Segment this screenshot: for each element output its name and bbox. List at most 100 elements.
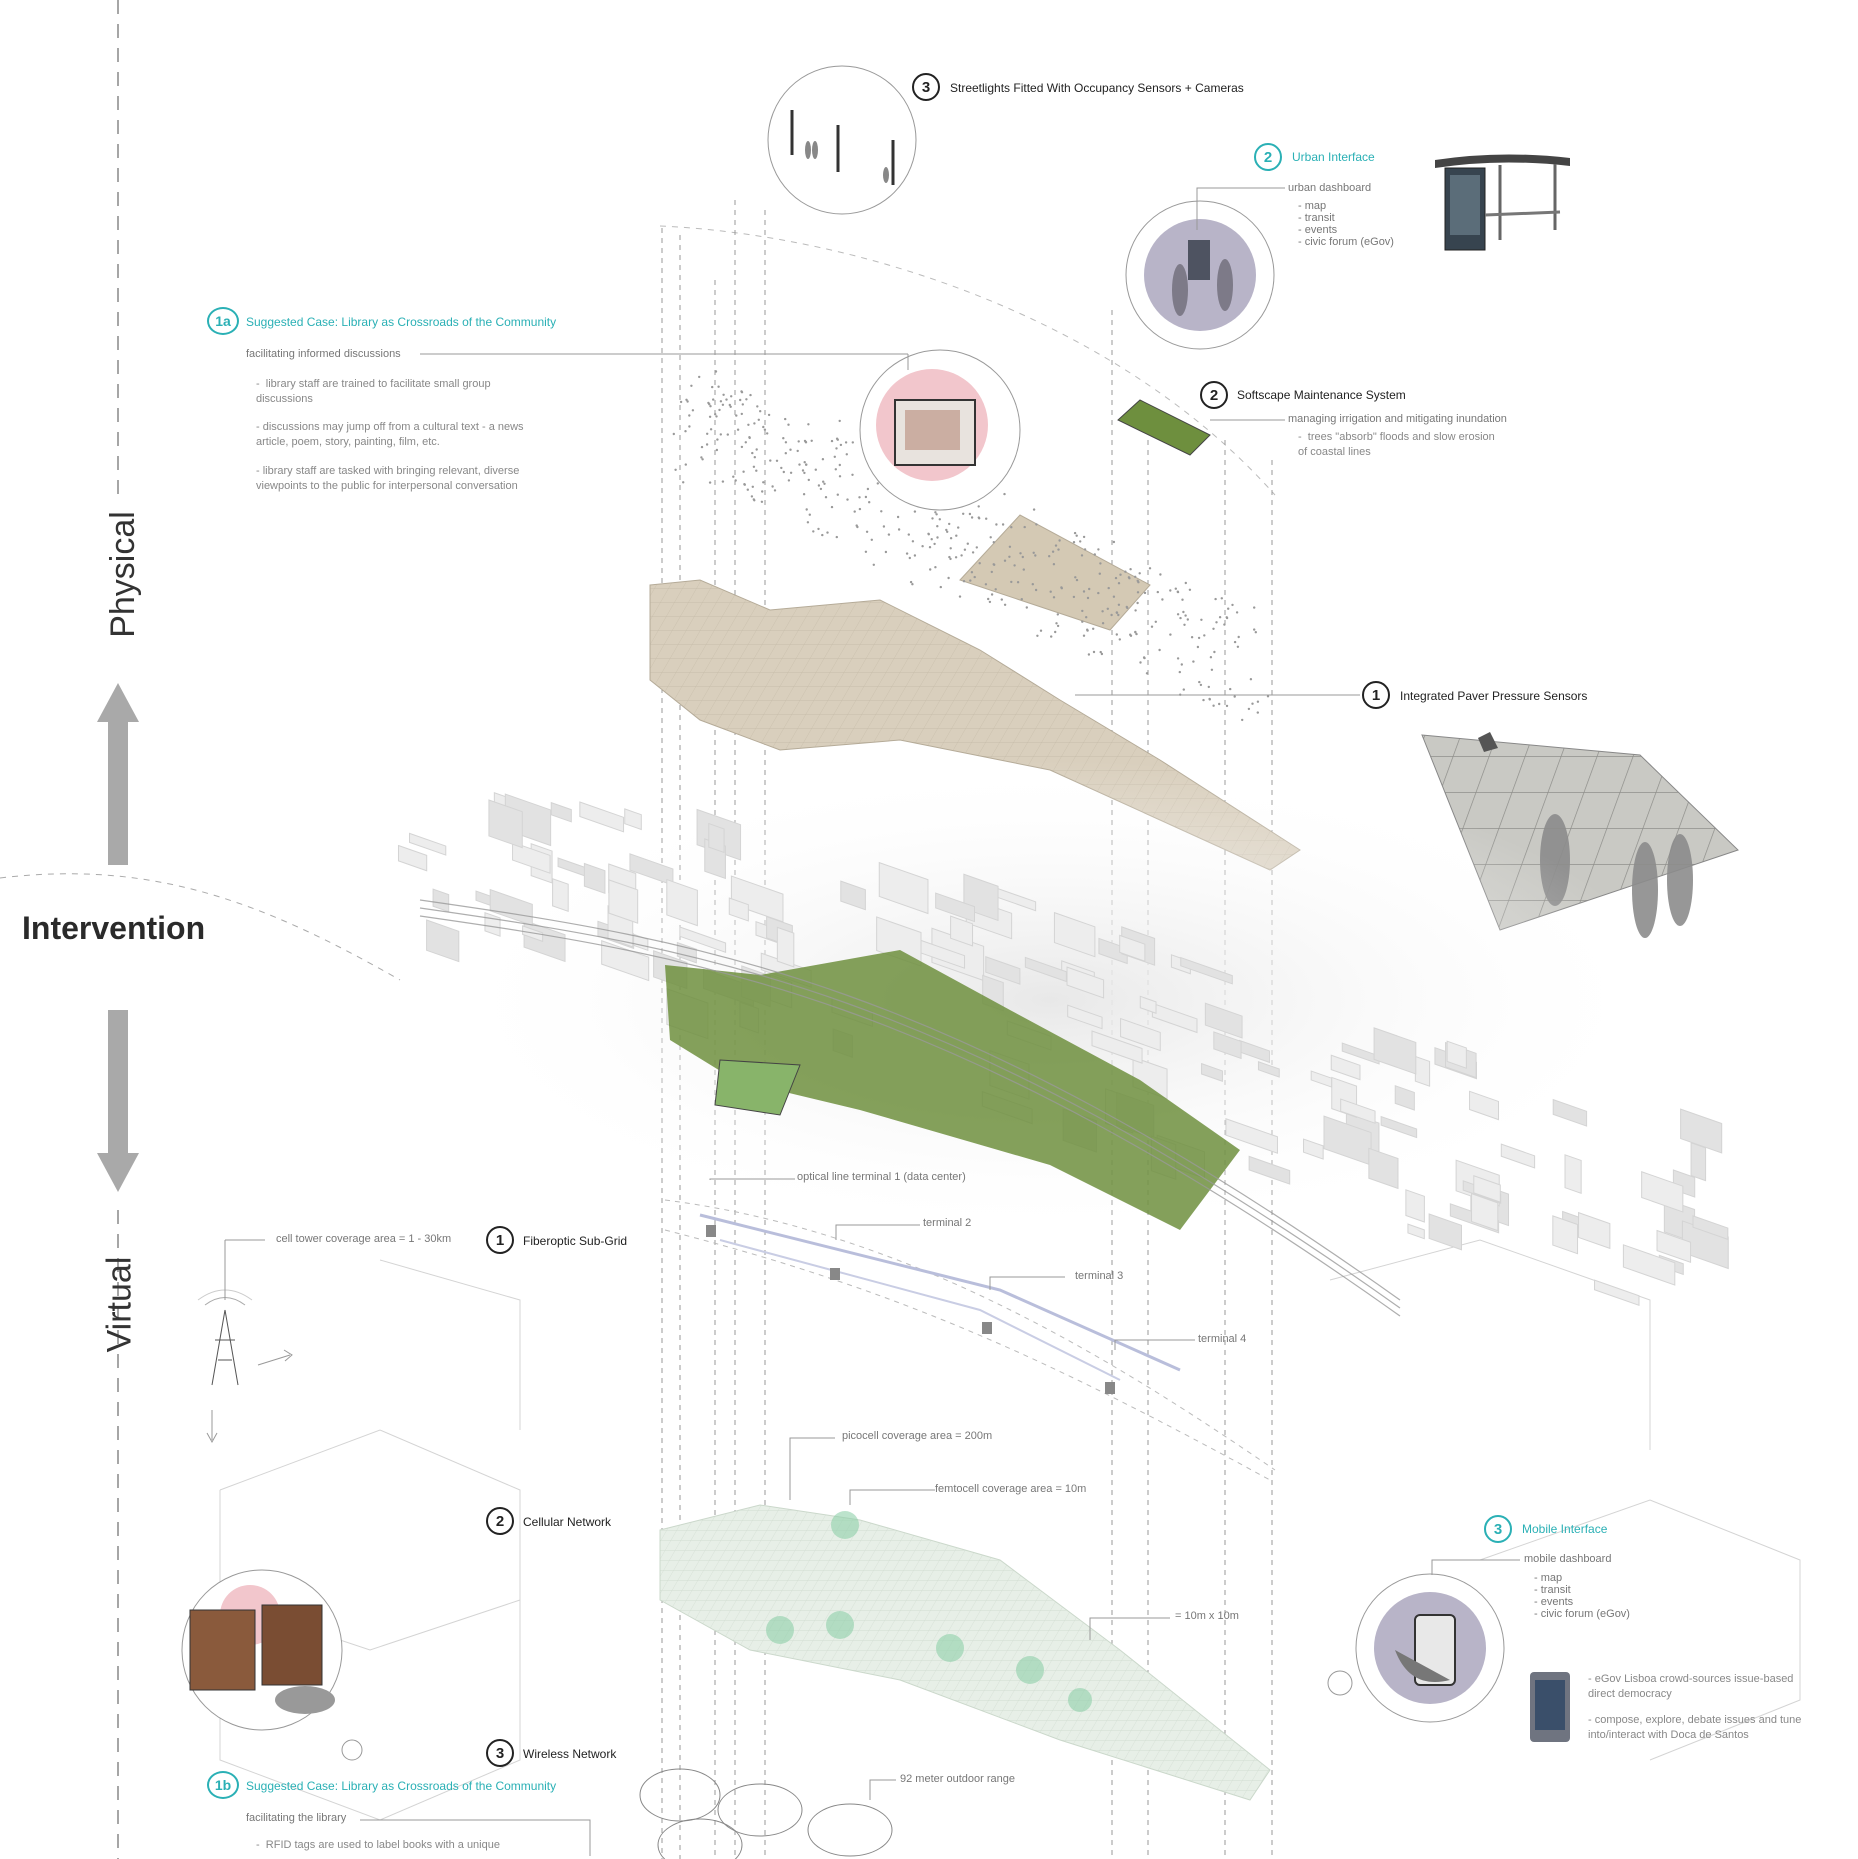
- streetlights-number-badge: 3: [912, 73, 940, 101]
- fiberoptic-layer: [664, 1199, 1276, 1481]
- city-model: [397, 760, 1729, 1317]
- city-building: [579, 801, 625, 833]
- case-1a-point-1: - library staff are trained to facilitat…: [256, 378, 491, 405]
- leader-lines: [360, 187, 1520, 1856]
- city-building: [1622, 1244, 1676, 1286]
- virtual-axis-label: Virtual: [100, 1256, 139, 1353]
- city-building: [1394, 1085, 1415, 1111]
- case-1b-subtitle: facilitating the library: [246, 1812, 347, 1824]
- city-building: [679, 926, 727, 954]
- streetlight-vignette: [767, 65, 917, 215]
- list-item: - events: [1298, 224, 1338, 236]
- city-building: [608, 879, 639, 924]
- softscape-patch: [1117, 399, 1211, 456]
- mobile-note-1: - eGov Lisboa crowd-sources issue-based …: [1588, 1673, 1794, 1700]
- city-building: [624, 808, 642, 831]
- list-item: - transit: [1298, 212, 1335, 224]
- city-building: [1213, 1031, 1242, 1060]
- city-building: [1469, 1090, 1499, 1121]
- dashed-contour: [0, 873, 401, 981]
- city-building: [1407, 1223, 1425, 1240]
- city-building: [1471, 1192, 1499, 1232]
- cell-tower-icon: [197, 1289, 293, 1444]
- bus-shelter-illustration: [1435, 154, 1570, 251]
- city-building: [1692, 1215, 1729, 1241]
- city-building: [432, 888, 450, 913]
- physical-up-arrow: [97, 683, 139, 865]
- paver-number-badge: 1: [1362, 681, 1390, 709]
- city-building: [728, 897, 749, 922]
- wireless-label: Wireless Network: [523, 1747, 617, 1761]
- city-building: [1552, 1098, 1588, 1127]
- city-building: [1405, 1189, 1425, 1223]
- urban-dashboard-label: urban dashboard: [1288, 182, 1372, 194]
- city-building: [1564, 1154, 1582, 1195]
- case-1b-point: - RFID tags are used to label books with…: [256, 1839, 500, 1851]
- city-building: [1053, 911, 1096, 958]
- city-building: [1257, 1061, 1280, 1078]
- city-building: [1303, 1138, 1324, 1160]
- cellular-layer: [659, 1504, 1271, 1801]
- city-building: [1091, 1030, 1143, 1064]
- city-building: [1067, 1004, 1103, 1030]
- urban-interface-label: Urban Interface: [1292, 150, 1375, 164]
- city-building: [950, 915, 974, 947]
- city-building: [1120, 1017, 1161, 1052]
- city-building: [985, 956, 1021, 985]
- city-building: [1373, 1027, 1417, 1075]
- city-building: [1310, 1070, 1333, 1088]
- park-intervention: [665, 950, 1240, 1230]
- city-building: [1139, 995, 1157, 1014]
- case-1a-number-badge: 1a: [207, 307, 239, 335]
- case-1b-label: Suggested Case: Library as Crossroads of…: [246, 1779, 557, 1793]
- city-building: [1248, 1155, 1291, 1185]
- case-1a-label: Suggested Case: Library as Crossroads of…: [246, 315, 557, 329]
- city-building: [1656, 1229, 1692, 1264]
- mobile-interface-label: Mobile Interface: [1522, 1522, 1608, 1536]
- mobile-interface-vignette: [1327, 1573, 1570, 1742]
- city-building: [1473, 1175, 1501, 1203]
- list-item: - map: [1298, 200, 1327, 212]
- city-building: [1204, 1002, 1243, 1039]
- city-building: [1690, 1142, 1707, 1182]
- terminal-3-label: terminal 3: [1075, 1270, 1124, 1282]
- city-building: [1024, 956, 1067, 983]
- city-building: [1098, 937, 1128, 965]
- wireless-number-badge: 3: [486, 1739, 514, 1767]
- paver-layer-upper: [959, 514, 1151, 631]
- city-building: [708, 822, 725, 854]
- case-1b-number-badge: 1b: [207, 1771, 239, 1799]
- mobile-interface-number-badge: 3: [1484, 1515, 1512, 1543]
- softscape-number-badge: 2: [1200, 381, 1228, 409]
- city-building: [1119, 934, 1146, 962]
- city-building: [1594, 1279, 1640, 1307]
- city-building: [1500, 1143, 1536, 1169]
- dashed-contour: [659, 225, 1276, 496]
- list-item: - civic forum (eGov): [1534, 1608, 1630, 1620]
- city-building: [1428, 1213, 1462, 1251]
- cellular-label: Cellular Network: [523, 1515, 612, 1529]
- city-building: [1380, 1115, 1418, 1139]
- virtual-down-arrow: [97, 1010, 139, 1192]
- wireless-range-label: 92 meter outdoor range: [900, 1773, 1015, 1785]
- cellular-number-badge: 2: [486, 1507, 514, 1535]
- urban-dashboard-list: - map - transit - events - civic forum (…: [1298, 200, 1394, 248]
- city-building: [409, 832, 447, 856]
- intervention-label: Intervention: [22, 910, 206, 946]
- list-item: - civic forum (eGov): [1298, 236, 1394, 248]
- city-building: [1066, 966, 1105, 999]
- cell-tower-coverage-label: cell tower coverage area = 1 - 30km: [276, 1233, 452, 1245]
- city-building: [1201, 1062, 1223, 1082]
- mobile-dashboard-label: mobile dashboard: [1524, 1553, 1612, 1565]
- city-building: [730, 875, 784, 923]
- case-1a-point-3: - library staff are tasked with bringing…: [256, 465, 520, 492]
- fiberoptic-number-badge: 1: [486, 1226, 514, 1254]
- city-building: [1368, 1147, 1399, 1190]
- city-building: [676, 941, 697, 964]
- physical-axis-label: Physical: [103, 511, 142, 638]
- city-building: [935, 892, 975, 923]
- terminal-2-label: terminal 2: [923, 1217, 972, 1229]
- city-building: [1225, 1118, 1278, 1154]
- wireless-layer: [639, 1768, 893, 1859]
